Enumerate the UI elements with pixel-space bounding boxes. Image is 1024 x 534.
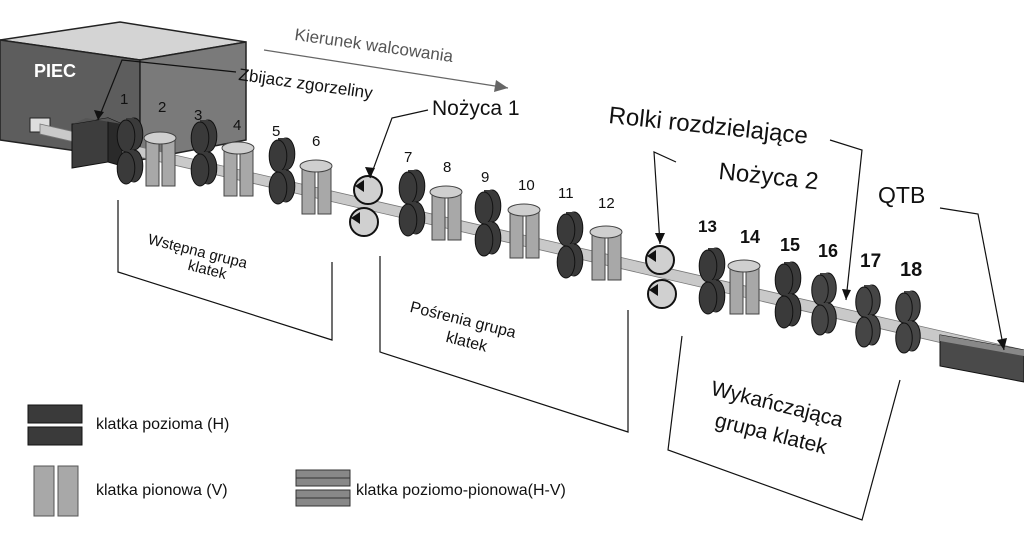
- mill-stand-2: [143, 131, 177, 187]
- stand-number-2: 2: [158, 99, 167, 116]
- direction-arrow: [263, 49, 509, 92]
- stand-number-9: 9: [481, 169, 490, 186]
- stand-number-3: 3: [194, 107, 203, 124]
- pointer-arrowheads: [94, 110, 1007, 350]
- mill-stand-1: [116, 117, 144, 185]
- legend-horizontal-label: klatka pozioma (H): [96, 416, 230, 433]
- mill-stand-8: [429, 185, 463, 241]
- descaler-box: [71, 117, 123, 169]
- shear1-label: Nożyca 1: [432, 97, 520, 120]
- stand-number-7: 7: [404, 149, 413, 166]
- mill-stand-14: [727, 259, 761, 315]
- stand-number-18: 18: [900, 259, 923, 281]
- mill-stand-5: [268, 137, 296, 205]
- pointer-lines: [97, 59, 1005, 521]
- stands-layer: [116, 117, 921, 354]
- mill-stand-13: [698, 247, 726, 315]
- legend-swatch-hv: [295, 469, 351, 507]
- mill-stand-15: [774, 261, 802, 329]
- legend-vertical-label: klatka pionowa (V): [96, 482, 228, 499]
- stand-number-15: 15: [780, 235, 801, 255]
- mill-stand-7: [398, 169, 426, 237]
- shear1-rollers: [349, 175, 383, 237]
- stand-number-13: 13: [698, 217, 717, 236]
- mill-stand-17: [855, 284, 881, 348]
- furnace-label: PIEC: [34, 61, 77, 81]
- mill-stand-4: [221, 141, 255, 197]
- stand-number-14: 14: [740, 227, 761, 247]
- legend-hv-label: klatka poziomo-pionowa(H-V): [356, 482, 566, 499]
- qtb-label: QTB: [878, 182, 926, 208]
- legend-swatch-v: [33, 465, 79, 517]
- mill-stand-9: [474, 189, 502, 257]
- dividing-rollers: [645, 245, 677, 309]
- qtb-unit: [939, 334, 1024, 383]
- mill-stand-18: [895, 290, 921, 354]
- stand-number-12: 12: [598, 195, 615, 212]
- mill-stand-12: [589, 225, 623, 281]
- stand-number-8: 8: [443, 159, 452, 176]
- mill-stand-3: [190, 119, 218, 187]
- stand-number-1: 1: [120, 91, 129, 108]
- legend-swatch-h: [27, 404, 83, 446]
- stand-number-5: 5: [272, 123, 281, 140]
- stand-number-16: 16: [818, 241, 839, 261]
- stand-number-6: 6: [312, 133, 321, 150]
- stand-number-10: 10: [518, 177, 535, 194]
- mill-stand-16: [811, 272, 837, 336]
- stand-number-17: 17: [860, 251, 882, 272]
- mill-stand-10: [507, 203, 541, 259]
- mill-stand-11: [556, 211, 584, 279]
- stand-number-11: 11: [558, 185, 574, 202]
- mill-stand-6: [299, 159, 333, 215]
- stand-number-4: 4: [233, 117, 242, 134]
